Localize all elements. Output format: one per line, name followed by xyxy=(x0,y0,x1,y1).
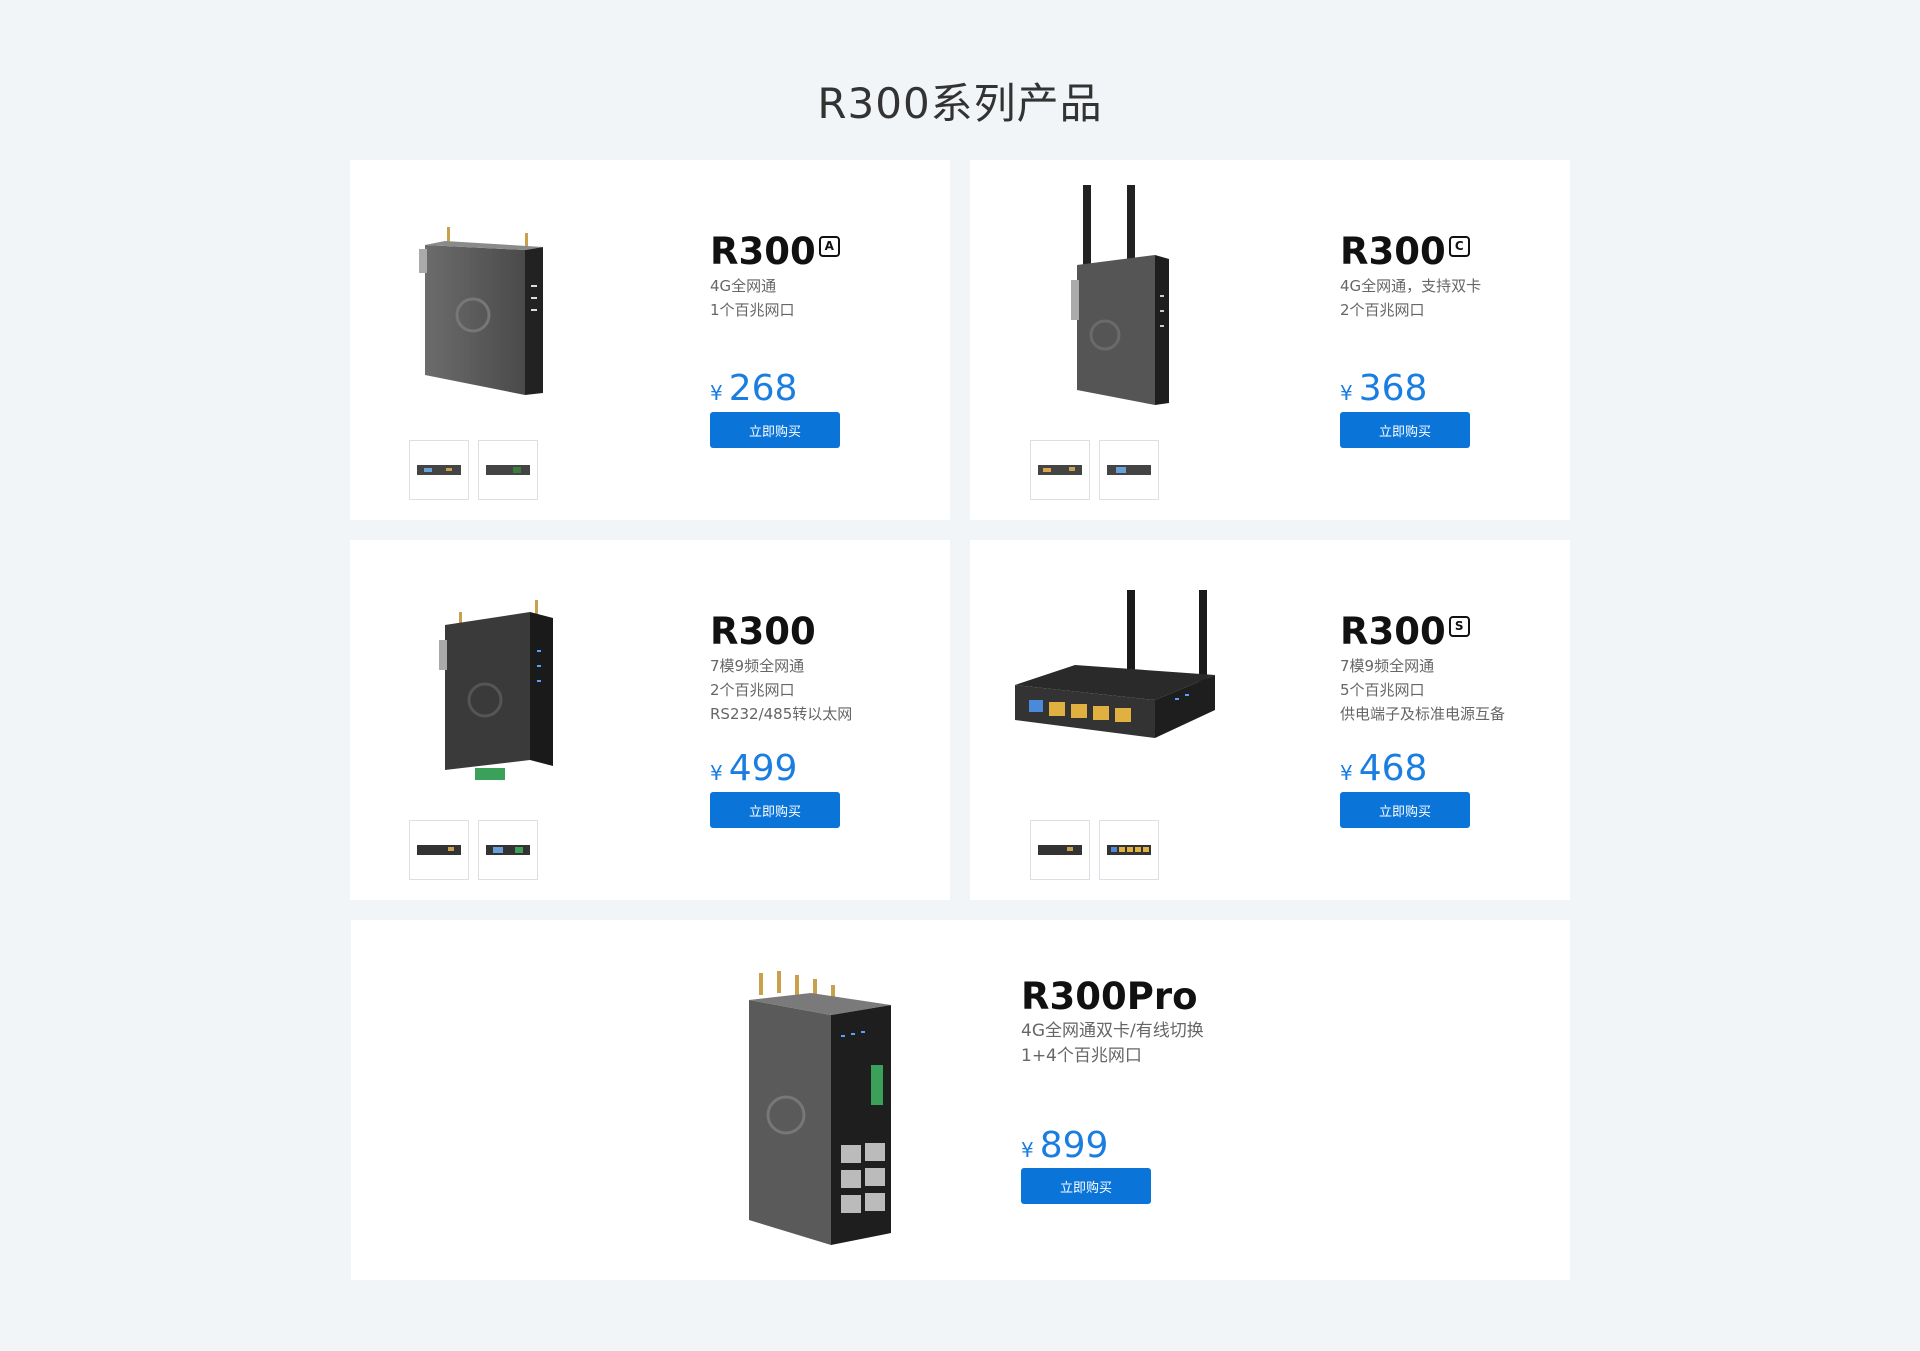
currency-symbol: ¥ xyxy=(1021,1138,1034,1162)
product-spec: 7模9频全网通 xyxy=(710,657,805,675)
thumbnail-front[interactable] xyxy=(409,440,469,500)
product-spec: 1个百兆网口 xyxy=(710,301,795,319)
product-price: ¥899 xyxy=(1021,1125,1108,1166)
product-variant-badge: S xyxy=(1448,615,1470,637)
thumbnail-back[interactable] xyxy=(1030,820,1090,880)
product-name-text: R300 xyxy=(710,230,816,273)
currency-symbol: ¥ xyxy=(710,381,723,405)
product-name: R300Pro xyxy=(1021,975,1204,1019)
price-value: 368 xyxy=(1358,368,1428,409)
product-spec: 7模9频全网通 xyxy=(1340,657,1435,675)
product-spec: RS232/485转以太网 xyxy=(710,705,853,723)
buy-now-button[interactable]: 立即购买 xyxy=(710,792,840,828)
product-price: ¥499 xyxy=(710,748,797,789)
router-back-icon xyxy=(486,845,530,855)
price-value: 268 xyxy=(728,368,798,409)
product-spec: 4G全网通 xyxy=(710,277,777,295)
thumbnail-back[interactable] xyxy=(478,440,538,500)
router-back-icon xyxy=(1038,845,1082,855)
router-icon[interactable] xyxy=(415,225,545,400)
product-name-text: R300 xyxy=(710,610,816,653)
currency-symbol: ¥ xyxy=(1340,761,1353,785)
product-price: ¥468 xyxy=(1340,748,1427,789)
buy-now-button[interactable]: 立即购买 xyxy=(1021,1168,1151,1204)
price-value: 468 xyxy=(1358,748,1428,789)
thumbnail-back[interactable] xyxy=(1099,440,1159,500)
currency-symbol: ¥ xyxy=(710,761,723,785)
product-spec: 4G全网通双卡/有线切换 xyxy=(1021,1021,1204,1041)
product-card-r300pro: R300Pro 4G全网通双卡/有线切换 1+4个百兆网口 ¥899 立即购买 xyxy=(351,920,1570,1280)
thumbnail-front[interactable] xyxy=(1099,820,1159,880)
thumbnail-back[interactable] xyxy=(478,820,538,880)
router-back-icon xyxy=(486,465,530,475)
price-value: 499 xyxy=(728,748,798,789)
product-name-text: R300Pro xyxy=(1021,975,1198,1018)
router-front-icon xyxy=(417,845,461,855)
product-spec: 2个百兆网口 xyxy=(710,681,795,699)
product-name-text: R300 xyxy=(1340,230,1446,273)
switch-router-icon[interactable] xyxy=(1015,590,1215,750)
product-name: R300 xyxy=(710,610,852,654)
router-with-antennas-icon[interactable] xyxy=(1065,185,1175,415)
thumbnail-front[interactable] xyxy=(1030,440,1090,500)
din-rail-router-icon[interactable] xyxy=(731,965,901,1250)
product-spec: 1+4个百兆网口 xyxy=(1021,1046,1142,1066)
product-spec: 5个百兆网口 xyxy=(1340,681,1425,699)
router-front-icon xyxy=(1107,845,1151,855)
buy-now-button[interactable]: 立即购买 xyxy=(1340,412,1470,448)
router-back-icon xyxy=(1107,465,1151,475)
product-spec: 2个百兆网口 xyxy=(1340,301,1425,319)
currency-symbol: ¥ xyxy=(1340,381,1353,405)
product-name-text: R300 xyxy=(1340,610,1446,653)
product-spec: 供电端子及标准电源互备 xyxy=(1340,705,1506,723)
industrial-router-icon[interactable] xyxy=(435,600,565,785)
product-variant-badge: C xyxy=(1448,235,1470,257)
product-spec: 4G全网通，支持双卡 xyxy=(1340,277,1482,295)
router-front-icon xyxy=(417,465,461,475)
router-front-icon xyxy=(1038,465,1082,475)
product-price: ¥368 xyxy=(1340,368,1427,409)
product-card-r300: R300 7模9频全网通 2个百兆网口 RS232/485转以太网 ¥499 立… xyxy=(350,540,950,900)
page-title: R300系列产品 xyxy=(817,79,1103,128)
product-price: ¥268 xyxy=(710,368,797,409)
product-variant-badge: A xyxy=(818,235,840,257)
thumbnail-front[interactable] xyxy=(409,820,469,880)
buy-now-button[interactable]: 立即购买 xyxy=(710,412,840,448)
price-value: 899 xyxy=(1039,1125,1109,1166)
buy-now-button[interactable]: 立即购买 xyxy=(1340,792,1470,828)
